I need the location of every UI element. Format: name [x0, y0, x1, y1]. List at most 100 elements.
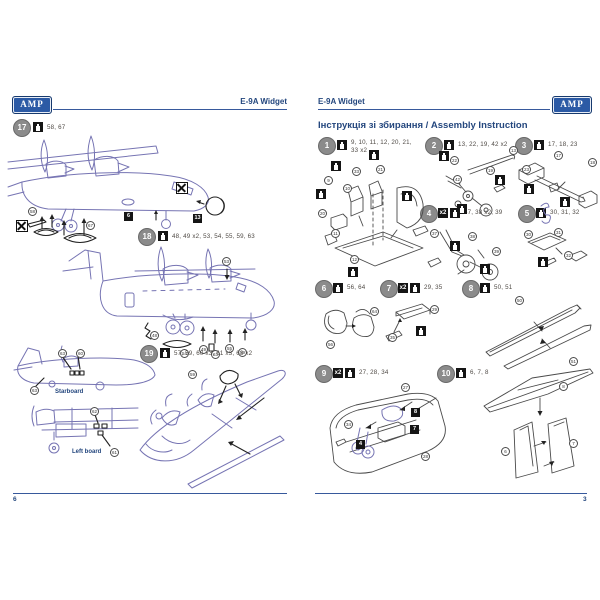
part-callout: 18: [588, 158, 597, 167]
starboard-label: Starboard: [55, 389, 84, 395]
x2-icon: x2: [398, 283, 408, 293]
glue-icon: [345, 368, 355, 378]
right-page: E-9A Widget AMP Інструкція зі збирання /…: [300, 0, 600, 600]
no-glue-icon: [16, 220, 28, 232]
glue-icon: [456, 368, 466, 378]
step-parts: 56, 64: [347, 284, 366, 291]
part-callout: 55: [225, 344, 234, 353]
part-callout: 12: [350, 255, 359, 264]
part-callout: 27: [401, 383, 410, 392]
step-parts: 57, 59, 60 x3, 61 x3, 63 x2: [174, 350, 253, 357]
part-callout: 53: [222, 257, 231, 266]
step-parts: 13, 22, 19, 42 x2: [458, 141, 508, 148]
glue-icon: [410, 283, 420, 293]
part-callout: 11: [331, 229, 340, 238]
part-callout: 22: [450, 156, 459, 165]
part-callout: 51: [569, 357, 578, 366]
assembly-instruction-title: Інструкція зі збирання / Assembly Instru…: [318, 120, 528, 131]
glue-icon: [480, 283, 490, 293]
x2-icon: x2: [438, 208, 448, 218]
glue-icon: [416, 326, 426, 336]
step-parts: 27, 28, 34: [359, 369, 389, 376]
no-glue-icon: [176, 182, 188, 194]
step3-diagram: [518, 162, 598, 224]
step-number-8: 8: [462, 280, 480, 298]
part-callout: 42: [453, 175, 462, 184]
glue-icon: [348, 267, 358, 277]
part-callout: 37: [430, 229, 439, 238]
part-callout: 64: [370, 307, 379, 316]
left-board-view-diagram: [31, 405, 139, 454]
step-parts: 9, 10, 11, 12, 20, 21, 33 x2: [351, 139, 412, 154]
header-rule: [318, 109, 550, 110]
assembly-ref-square: 6: [124, 212, 133, 221]
step-parts: 30, 31, 32: [550, 209, 580, 216]
step17-aircraft-diagram: [7, 135, 225, 244]
part-callout: 60: [76, 349, 85, 358]
glue-icon: [402, 191, 412, 201]
glue-icon: [316, 189, 326, 199]
part-callout: 34: [344, 420, 353, 429]
glue-icon: [337, 140, 347, 150]
part-callout: 50: [515, 296, 524, 305]
glue-icon: [480, 264, 490, 274]
glue-icon: [536, 208, 546, 218]
part-callout: 19: [486, 166, 495, 175]
part-callout: 13: [509, 146, 518, 155]
part-callout: 20: [318, 209, 327, 218]
glue-icon: [439, 151, 449, 161]
step19-aircraft-diagram: [139, 369, 286, 489]
glue-icon: [160, 348, 170, 358]
step-number-10: 10: [437, 365, 455, 383]
step-number-2: 2: [425, 137, 443, 155]
step-number-6: 6: [315, 280, 333, 298]
part-callout: 29: [430, 305, 439, 314]
glue-icon: [560, 197, 570, 207]
step-parts: 29, 35: [424, 284, 443, 291]
part-callout: 61: [110, 448, 119, 457]
step-parts: 6, 7, 8: [470, 369, 489, 376]
step10-diagram: [483, 368, 594, 479]
step-number-17: 17: [13, 119, 31, 137]
part-callout: 10: [343, 184, 352, 193]
part-callout: 8: [559, 382, 568, 391]
part-callout: 9: [324, 176, 333, 185]
step18-aircraft-diagram: [62, 246, 275, 352]
step5-diagram: [527, 232, 588, 267]
glue-icon: [33, 122, 43, 132]
page-number: 3: [583, 496, 587, 503]
step-parts: 37, 38 x2, 39: [464, 209, 503, 216]
footer-rule: [315, 493, 587, 494]
step-number-1: 1: [318, 137, 336, 155]
step-number-9: 9: [315, 365, 333, 383]
step6-diagram: [324, 309, 375, 338]
glue-icon: [158, 231, 168, 241]
step-parts: 58, 67: [47, 124, 66, 131]
step-parts: 50, 51: [494, 284, 513, 291]
glue-icon: [495, 175, 505, 185]
glue-icon: [450, 208, 460, 218]
page-number: 6: [13, 496, 17, 503]
part-callout: 7: [569, 439, 578, 448]
header-rule: [53, 109, 287, 110]
part-callout: 62: [90, 407, 99, 416]
part-callout: 59: [188, 370, 197, 379]
glue-icon: [534, 140, 544, 150]
left-page: AMP E-9A Widget 17 58, 67 6 13 58 67 18 …: [0, 0, 300, 600]
step1-diagram: [324, 180, 429, 267]
footer-rule: [13, 493, 287, 494]
part-callout: 63: [58, 349, 67, 358]
amp-logo: AMP: [12, 96, 52, 114]
part-callout: 6: [501, 447, 510, 456]
part-callout: 30: [524, 230, 533, 239]
part-callout: 35: [388, 333, 397, 342]
part-callout: 56: [326, 340, 335, 349]
glue-icon: [444, 140, 454, 150]
assembly-ref-square: 7: [410, 425, 419, 434]
part-callout: 31: [554, 228, 563, 237]
step-number-7: 7: [380, 280, 398, 298]
part-callout: 28: [421, 452, 430, 461]
step4-diagram: [427, 229, 499, 281]
step-parts: 48, 49 x2, 53, 54, 55, 59, 63: [172, 233, 255, 240]
step9-diagram: [329, 392, 446, 474]
